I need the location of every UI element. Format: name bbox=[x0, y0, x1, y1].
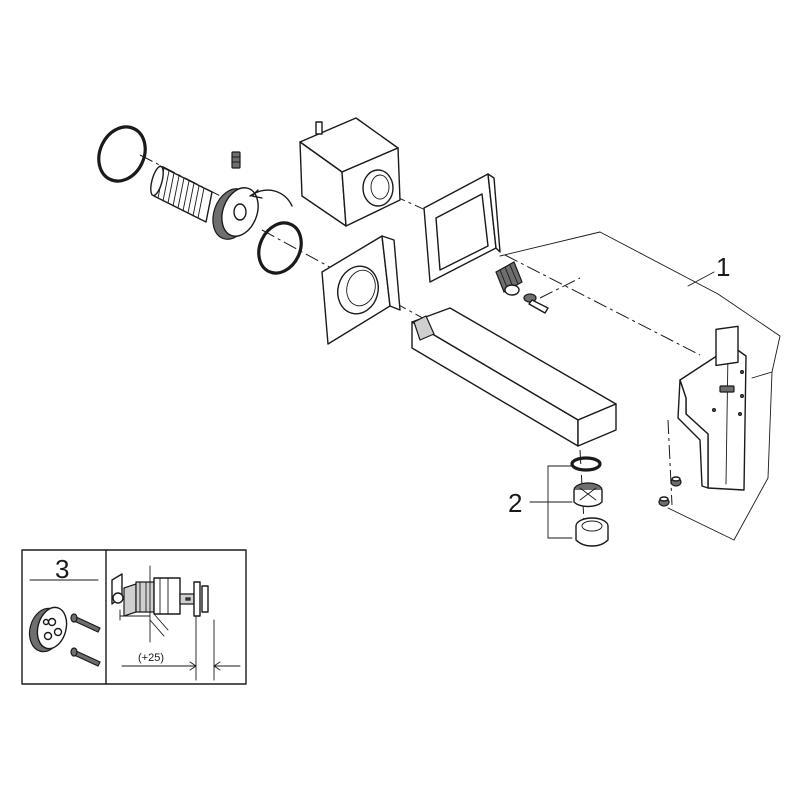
inset-bolt-upper bbox=[70, 613, 101, 633]
inset-panel bbox=[21, 549, 247, 685]
square-rosette bbox=[321, 235, 401, 345]
threaded-sleeve bbox=[150, 165, 213, 223]
square-frame bbox=[423, 173, 501, 283]
aerator-washer bbox=[570, 456, 602, 472]
inset-mounting-plate bbox=[28, 606, 68, 653]
inset-dimension-arrows bbox=[121, 661, 241, 671]
flange-disc bbox=[212, 187, 293, 240]
aerator-insert bbox=[573, 482, 603, 508]
escutcheon-screw-upper bbox=[670, 476, 682, 487]
escutcheon-screw-lower bbox=[658, 496, 670, 507]
wall-escutcheon bbox=[677, 325, 747, 491]
inset-bolt-lower bbox=[70, 647, 101, 667]
inset-cross-section bbox=[111, 565, 215, 681]
o-ring-medium bbox=[257, 221, 303, 275]
small-screw bbox=[523, 293, 549, 314]
set-screw-small bbox=[231, 151, 241, 169]
mounting-block bbox=[299, 117, 401, 227]
callout-2-leader bbox=[529, 465, 573, 539]
callout-1-label: 1 bbox=[716, 252, 730, 282]
o-ring-large bbox=[97, 125, 147, 183]
callout-2-label: 2 bbox=[508, 488, 522, 518]
inset-dimension-label: (+25) bbox=[138, 652, 164, 664]
knurled-fitting bbox=[495, 261, 523, 296]
callout-1-frame bbox=[499, 231, 781, 541]
aerator-housing bbox=[575, 517, 609, 547]
callout-3-label: 3 bbox=[55, 554, 69, 584]
spout-body bbox=[411, 307, 617, 447]
